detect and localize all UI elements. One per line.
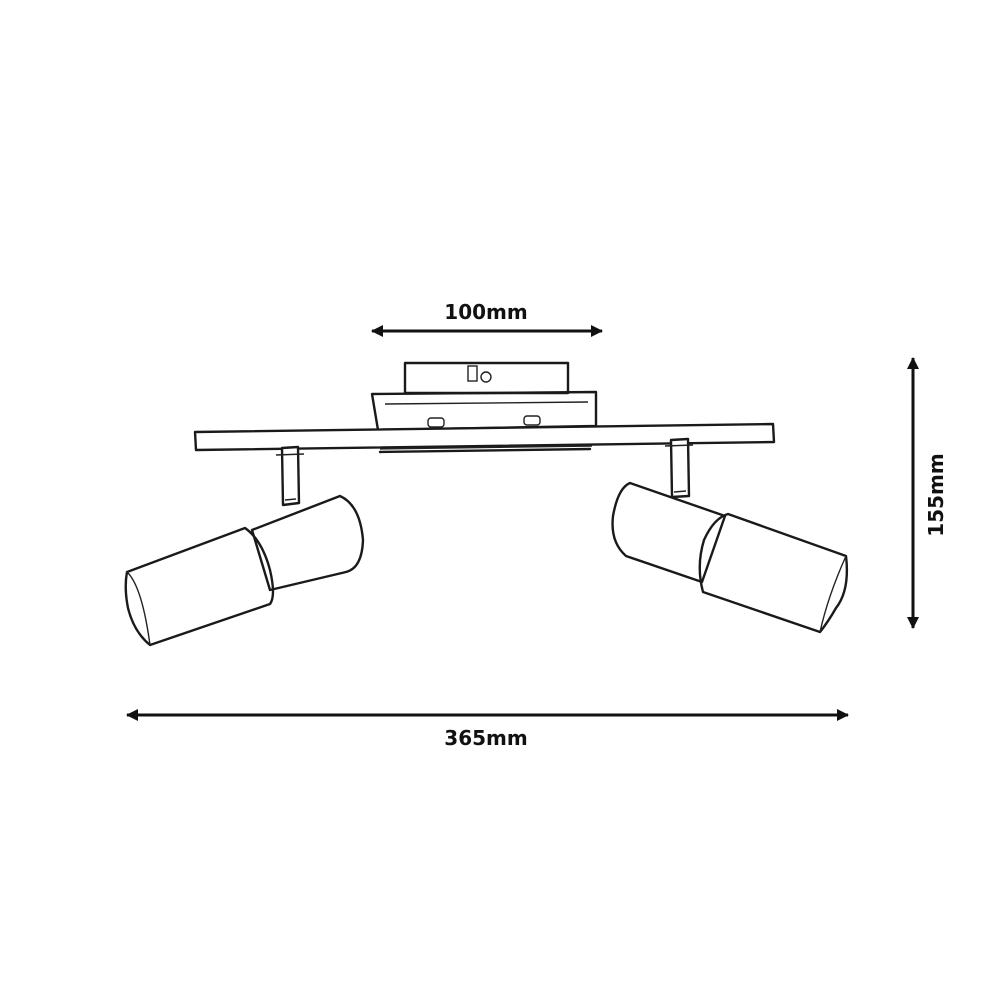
total-width-dimension: 365mm	[126, 709, 849, 750]
left-spot-arm	[275, 445, 305, 507]
right-spotlight	[611, 481, 849, 634]
total-width-label: 365mm	[444, 726, 527, 750]
canopy-width-label: 100mm	[444, 300, 527, 324]
mounting-bar	[193, 422, 776, 454]
total-height-label: 155mm	[924, 453, 948, 536]
left-spotlight	[124, 494, 365, 647]
right-spot-arm	[664, 437, 694, 499]
lamp-illustration	[124, 361, 849, 647]
canopy	[370, 361, 598, 432]
total-height-dimension: 155mm	[907, 357, 948, 629]
canopy-width-dimension: 100mm	[371, 300, 603, 337]
